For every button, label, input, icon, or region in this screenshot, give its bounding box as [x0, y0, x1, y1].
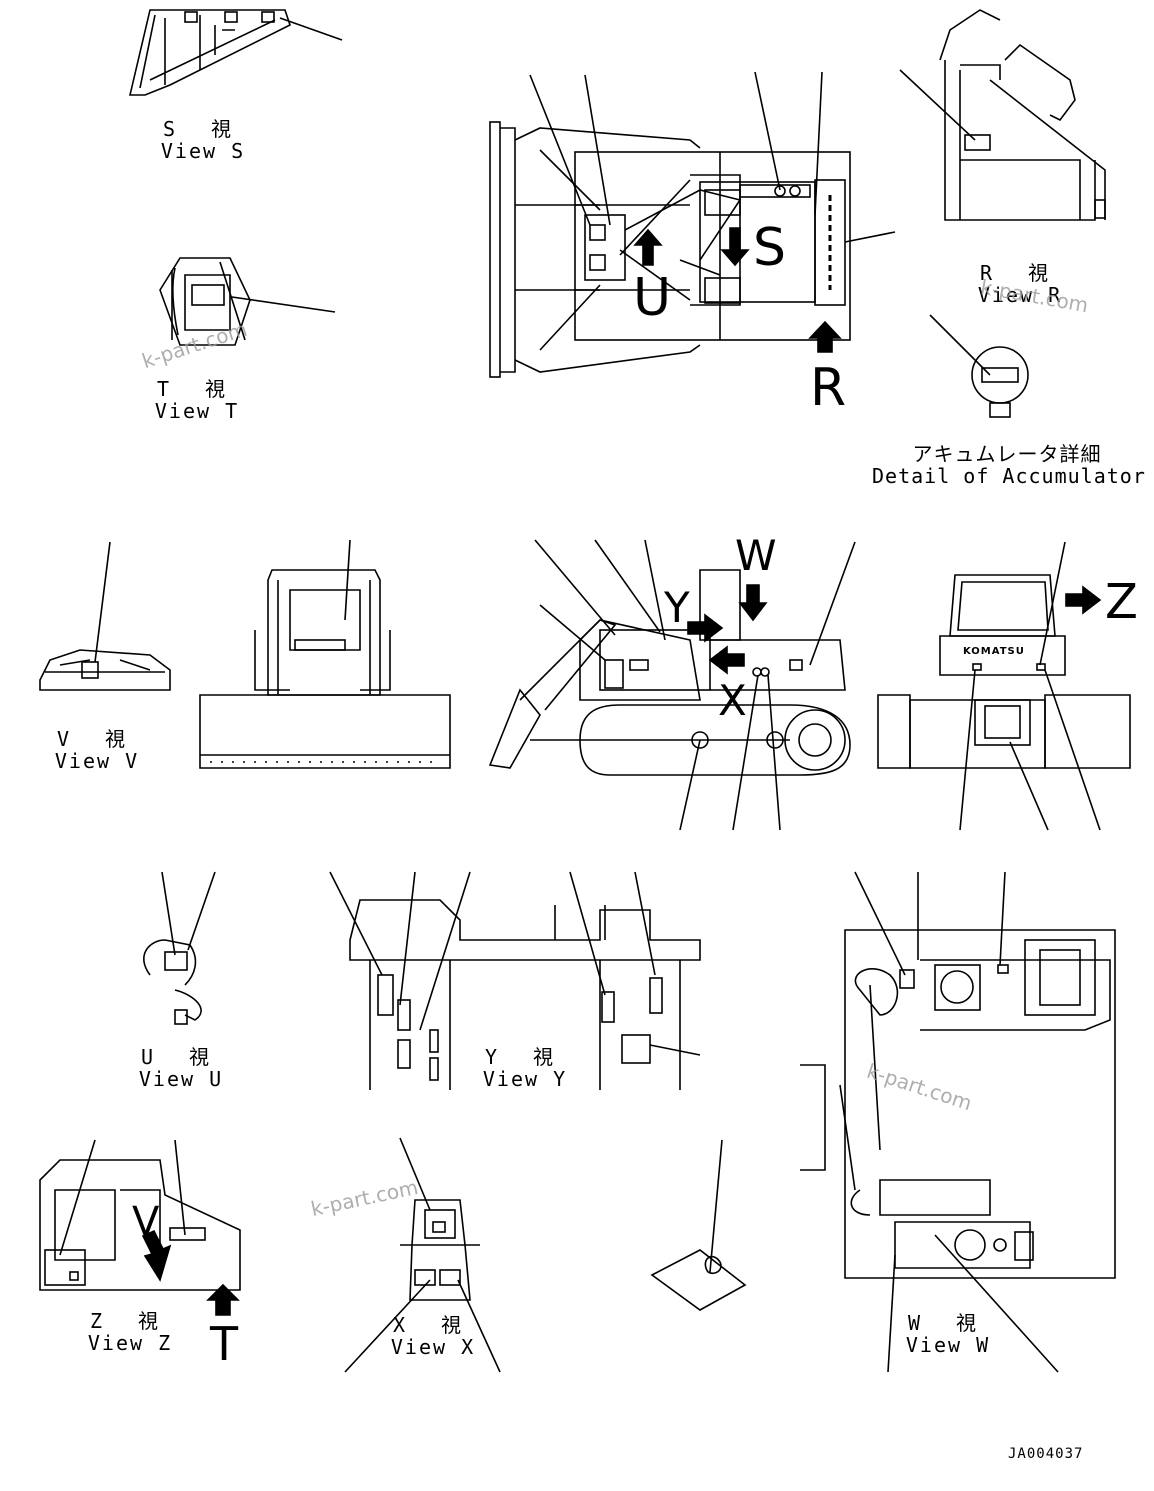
view-z-jp: Z 視: [89, 1309, 171, 1333]
arrow-letter-u: U: [633, 268, 672, 328]
view-x-jp: X 視: [392, 1313, 474, 1337]
front-view-drawing: [199, 539, 451, 769]
arrow-letter-t: T: [210, 1317, 239, 1371]
view-x-en: View X: [390, 1335, 476, 1359]
view-t-en: View T: [154, 399, 240, 423]
view-z-en: View Z: [87, 1331, 173, 1355]
accumulator-en: Detail of Accumulator: [872, 464, 1146, 488]
arrow-letter-y: Y: [664, 583, 690, 632]
view-u-en: View U: [138, 1067, 224, 1091]
arrow-letter-z: Z: [1105, 574, 1138, 630]
view-w-label: W 視 View W: [903, 1312, 993, 1356]
view-y-en: View Y: [482, 1067, 568, 1091]
view-u-drawing: [143, 871, 216, 1025]
view-w-jp: W 視: [907, 1311, 989, 1335]
view-t-jp: T 視: [156, 377, 238, 401]
arrow-letter-r: R: [810, 358, 847, 418]
view-t-label: T 視 View T: [152, 378, 242, 422]
plan-view-drawing: [489, 71, 896, 378]
view-y-jp: Y 視: [484, 1045, 566, 1069]
view-u-jp: U 視: [140, 1045, 222, 1069]
view-w-drawing: [800, 871, 1116, 1373]
view-v-label: V 視 View V: [52, 728, 142, 772]
brand-text-rear: KOMATSU: [963, 646, 1025, 657]
accumulator-jp: アキュムレータ詳細: [912, 442, 1102, 466]
arrow-letter-x: X: [718, 676, 747, 725]
view-w-en: View W: [905, 1333, 991, 1357]
label-detail-drawing: [650, 1139, 747, 1311]
arrow-letter-s: S: [753, 218, 787, 278]
accumulator-drawing: [929, 314, 1029, 418]
view-s-drawing: [128, 9, 343, 96]
view-r-label: R 視 View R: [975, 262, 1065, 306]
view-y-drawing: [329, 871, 701, 1090]
view-v-en: View V: [54, 749, 140, 773]
view-r-jp: R 視: [979, 261, 1061, 285]
view-s-en: View S: [160, 139, 246, 163]
view-v-jp: V 視: [56, 727, 138, 751]
view-y-label: Y 視 View Y: [480, 1046, 570, 1090]
view-v-drawing: [39, 541, 171, 691]
view-x-label: X 視 View X: [388, 1314, 478, 1358]
view-x-drawing: [344, 1137, 501, 1373]
arrow-letter-v: V: [132, 1199, 160, 1245]
view-z-drawing: [39, 1139, 241, 1316]
view-t-drawing: [159, 257, 336, 346]
view-s-label: S 視 View S: [158, 118, 248, 162]
view-s-jp: S 視: [162, 117, 244, 141]
side-view-drawing: [488, 539, 856, 831]
view-r-drawing: [899, 9, 1106, 221]
drawing-code: JA004037: [1008, 1446, 1084, 1462]
rear-view-drawing: [877, 541, 1131, 831]
view-r-en: View R: [977, 283, 1063, 307]
arrow-letter-w: W: [735, 531, 777, 580]
view-u-label: U 視 View U: [136, 1046, 226, 1090]
accumulator-label: アキュムレータ詳細 Detail of Accumulator: [872, 442, 1145, 487]
view-z-label: Z 視 View Z: [85, 1310, 175, 1354]
